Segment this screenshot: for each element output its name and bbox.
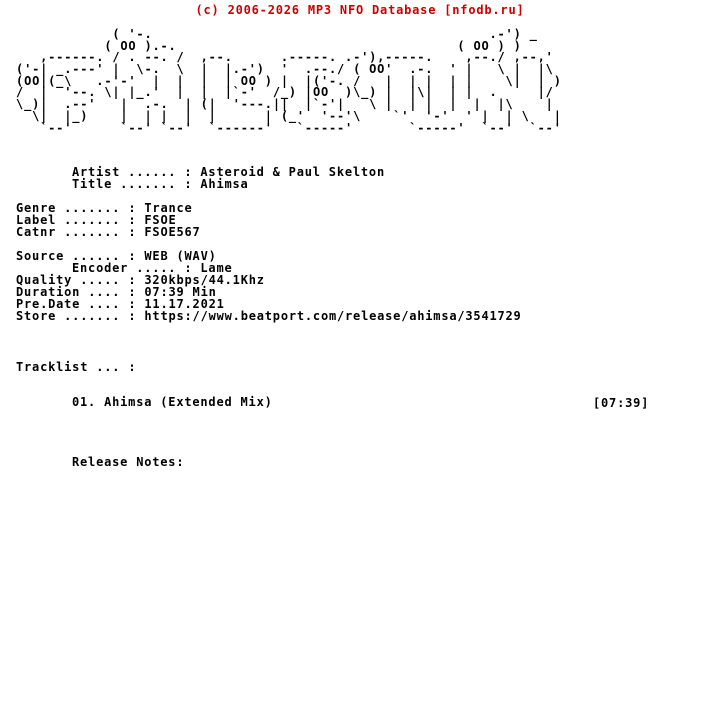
ascii-art-line: `--' `--' `--' `------' `-----' `-----' … xyxy=(0,120,562,135)
tracklist-header: Tracklist ... : xyxy=(16,360,137,374)
genre-field: Genre ....... : Trance xyxy=(0,202,720,214)
source-field: Source ...... : WEB (WAV) xyxy=(0,250,720,262)
ascii-art-line: ( '-. .-') _ xyxy=(0,27,538,41)
encoder-value: Lame xyxy=(200,261,233,275)
source-value: WEB (WAV) xyxy=(144,249,217,263)
store-label: Store ....... : xyxy=(16,309,145,323)
ascii-art-line: \_)| .--' | .-. | (| '---.|| |`-'| \ | |… xyxy=(0,97,554,112)
encoder-field: Encoder ..... : Lame xyxy=(0,262,720,274)
duration-field: Duration .... : 07:39 Min xyxy=(0,286,720,298)
title-value: Ahimsa xyxy=(200,177,249,191)
title-label: Title ....... : xyxy=(72,177,201,191)
catnr-value: FSOE567 xyxy=(144,225,201,239)
predate-field: Pre.Date .... : 11.17.2021 xyxy=(0,298,720,310)
store-url[interactable]: https://www.beatport.com/release/ahimsa/… xyxy=(144,309,522,323)
catnr-field: Catnr ....... : FSOE567 xyxy=(0,226,720,238)
label-value: FSOE xyxy=(144,213,177,227)
ascii-art-line: ,------. / . --. / ,--. .-----. .-'),---… xyxy=(0,50,554,65)
ascii-art-line: \| |_) | | | | | | (_' '--'\ `' '-' ' | … xyxy=(0,108,562,123)
duration-value: 07:39 Min xyxy=(144,285,217,299)
artist-title-block: Artist ...... : Asteroid & Paul Skelton … xyxy=(0,166,720,190)
genre-block: Genre ....... : Trance Label ....... : F… xyxy=(0,202,720,238)
title-field: Title ....... : Ahimsa xyxy=(0,178,720,190)
source-label: Source ...... : xyxy=(16,249,145,263)
release-notes-label: Release Notes: xyxy=(72,455,185,469)
release-notes-block: Release Notes: xyxy=(0,456,720,468)
encoder-label: Encoder ..... : xyxy=(72,261,201,275)
ascii-art-line: ( OO ).-. ( OO ) ) xyxy=(0,38,522,53)
tracklist-header-block: Tracklist ... : xyxy=(0,361,720,373)
quality-field: Quality ..... : 320kbps/44.1Khz xyxy=(0,274,720,286)
label-field: Label ....... : FSOE xyxy=(0,214,720,226)
ascii-art-line: (OO|(_\ .-'-' | | | | OO ) | |('-. / | |… xyxy=(0,73,562,88)
nfodb-header: (c) 2006-2026 MP3 NFO Database [nfodb.ru… xyxy=(195,3,525,17)
predate-value: 11.17.2021 xyxy=(144,297,225,311)
ascii-art-line: / | '--. \| |_.' | | |`-' /_) |OO )\_) |… xyxy=(0,85,554,100)
quality-value: 320kbps/44.1Khz xyxy=(144,273,265,287)
label-label: Label ....... : xyxy=(16,213,145,227)
duration-label: Duration .... : xyxy=(16,285,145,299)
artist-value: Asteroid & Paul Skelton xyxy=(200,165,385,179)
source-block: Source ...... : WEB (WAV) Encoder ..... … xyxy=(0,250,720,322)
track-row: 01. Ahimsa (Extended Mix) [07:39] xyxy=(0,395,720,410)
track-duration: [07:39] xyxy=(593,396,650,410)
artist-field: Artist ...... : Asteroid & Paul Skelton xyxy=(0,166,720,178)
quality-label: Quality ..... : xyxy=(16,273,145,287)
artist-label: Artist ...... : xyxy=(72,165,201,179)
genre-value: Trance xyxy=(144,201,193,215)
track-title: 01. Ahimsa (Extended Mix) xyxy=(72,395,273,409)
store-field: Store ....... : https://www.beatport.com… xyxy=(0,310,720,322)
predate-label: Pre.Date .... : xyxy=(16,297,145,311)
falcon-ascii-logo: ( '-. .-') _ ( OO ).-. ( OO ) ) ,------.… xyxy=(0,27,562,135)
ascii-art-line: ('-| _.---' | \-. \ | |.-') ' .--./ ( OO… xyxy=(0,62,554,77)
genre-label: Genre ....... : xyxy=(16,201,145,215)
catnr-label: Catnr ....... : xyxy=(16,225,145,239)
